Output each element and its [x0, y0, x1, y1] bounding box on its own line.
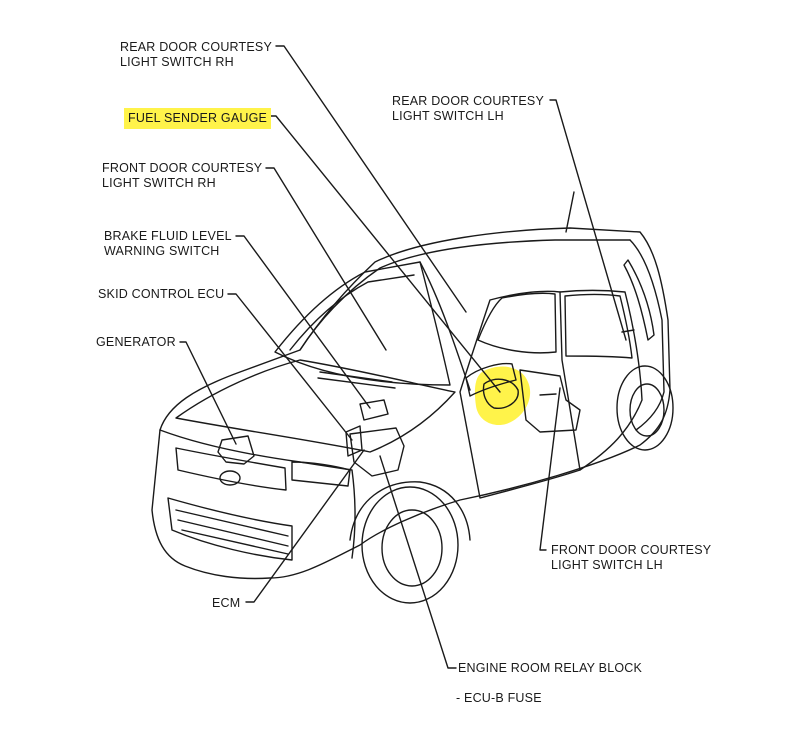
headlight: [291, 461, 351, 487]
label-fuel-sender-gauge: FUEL SENDER GAUGE: [124, 108, 272, 129]
label-line: FRONT DOOR COURTESY: [102, 161, 263, 175]
label-line: LIGHT SWITCH RH: [120, 55, 234, 69]
leader-rear-door-rh: [275, 45, 467, 313]
leader-fuel-sender: [267, 115, 501, 393]
front-wheel-arch: [349, 481, 471, 541]
grille-lines: [175, 509, 289, 555]
grille-lower: [167, 497, 293, 561]
label-line-highlighted: FUEL SENDER GAUGE: [124, 108, 272, 129]
car-body-outline: [151, 227, 671, 580]
label-line: WARNING SWITCH: [104, 244, 220, 258]
wiper: [317, 371, 396, 389]
label-line: REAR DOOR COURTESY: [120, 40, 273, 54]
rear-window: [564, 293, 633, 359]
label-front-door-courtesy-lh: FRONT DOOR COURTESY LIGHT SWITCH LH: [551, 543, 711, 573]
label-line: LIGHT SWITCH RH: [102, 176, 216, 190]
rear-door: [559, 289, 643, 471]
door-handle-front: [539, 393, 557, 396]
label-line: ECM: [212, 596, 241, 610]
label-line: BRAKE FLUID LEVEL: [104, 229, 232, 243]
label-line: SKID CONTROL ECU: [98, 287, 225, 301]
windshield-inner: [289, 274, 415, 351]
rear-hatch: [629, 239, 665, 431]
label-line: FRONT DOOR COURTESY: [551, 543, 712, 557]
hood: [175, 359, 456, 453]
leader-skid-control: [227, 293, 353, 441]
label-rear-door-courtesy-lh: REAR DOOR COURTESY LIGHT SWITCH LH: [392, 94, 544, 124]
rear-quarter-window: [623, 259, 655, 341]
generator-component: [217, 435, 255, 465]
label-brake-fluid-level: BRAKE FLUID LEVEL WARNING SWITCH: [104, 229, 232, 259]
leader-ecm: [245, 449, 365, 603]
label-skid-control-ecu: SKID CONTROL ECU: [98, 287, 224, 302]
label-engine-room-relay-block: ENGINE ROOM RELAY BLOCK: [458, 661, 642, 676]
ecm-component: [349, 427, 405, 477]
side-mirror: [465, 362, 517, 397]
label-generator: GENERATOR: [96, 335, 176, 350]
label-ecm: ECM: [212, 596, 240, 611]
leader-generator: [179, 341, 237, 445]
brake-fluid-component: [359, 399, 389, 421]
leader-rear-door-lh: [549, 99, 627, 341]
leader-relay-block: [379, 455, 457, 669]
leader-front-door-rh: [265, 167, 387, 351]
front-wheel: [361, 486, 459, 604]
label-line: REAR DOOR COURTESY: [392, 94, 545, 108]
rear-wheel-rim: [629, 383, 665, 437]
label-front-door-courtesy-rh: FRONT DOOR COURTESY LIGHT SWITCH RH: [102, 161, 262, 191]
front-wheel-rim: [381, 509, 443, 587]
label-line: GENERATOR: [96, 335, 176, 349]
front-door: [459, 290, 581, 499]
skid-control-ecu-component: [345, 425, 363, 457]
label-line: LIGHT SWITCH LH: [551, 558, 663, 572]
front-window: [477, 292, 557, 354]
leader-brake-fluid: [235, 235, 371, 409]
label-rear-door-courtesy-rh: REAR DOOR COURTESY LIGHT SWITCH RH: [120, 40, 272, 70]
roof-line: [299, 239, 631, 351]
front-logo: [219, 470, 241, 486]
label-line: ENGINE ROOM RELAY BLOCK: [458, 661, 643, 675]
leader-front-door-lh: [539, 387, 561, 551]
fuel-sender-highlight: [474, 366, 531, 426]
grille-upper: [175, 447, 287, 491]
label-ecu-b-fuse: - ECU-B FUSE: [456, 691, 542, 706]
antenna: [565, 191, 575, 233]
label-line: - ECU-B FUSE: [456, 691, 542, 705]
rear-wheel: [616, 365, 674, 451]
fuel-sender-component: [482, 378, 519, 409]
rear-seat-structure: [519, 369, 581, 433]
label-line: LIGHT SWITCH LH: [392, 109, 504, 123]
